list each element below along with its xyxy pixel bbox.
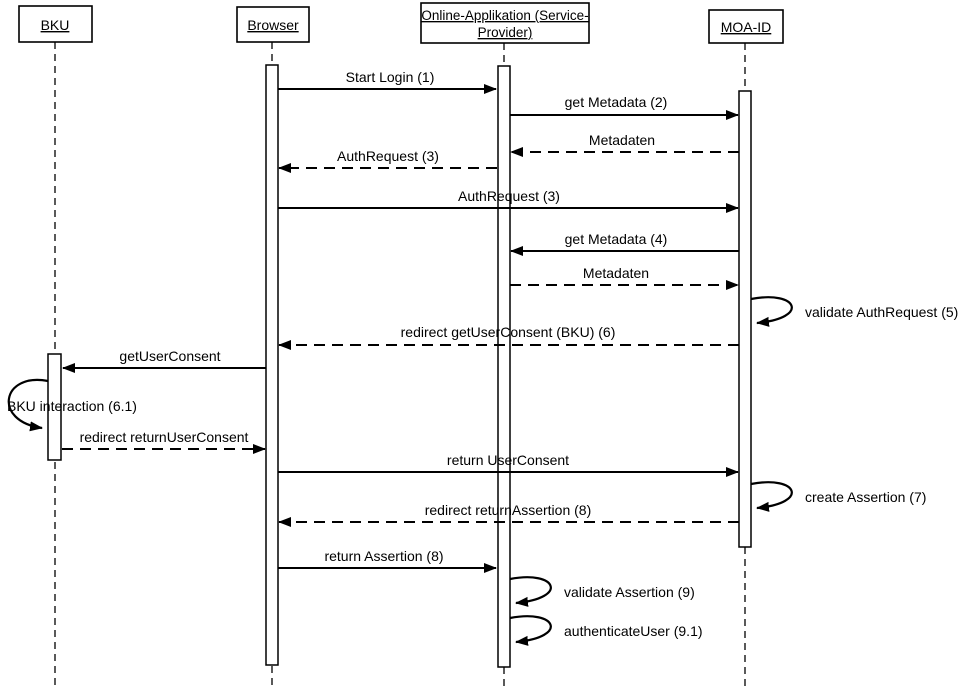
message-label-redirect-returnuserconsent: redirect returnUserConsent bbox=[80, 429, 249, 445]
actor-label-service-provider-line2: Provider) bbox=[478, 25, 533, 40]
actor-label-browser: Browser bbox=[247, 17, 299, 33]
activation-bar-browser bbox=[265, 64, 279, 666]
message-label-authenticateuser: authenticateUser (9.1) bbox=[564, 623, 703, 639]
message-label-getuserconsent: getUserConsent bbox=[119, 348, 220, 364]
message-label-validate-assertion: validate Assertion (9) bbox=[564, 584, 695, 600]
message-label-redirect-getuserconsent: redirect getUserConsent (BKU) (6) bbox=[401, 324, 616, 340]
message-label-validate-authrequest: validate AuthRequest (5) bbox=[805, 304, 958, 320]
message-label-return-assertion: return Assertion (8) bbox=[324, 548, 443, 564]
actor-box-moa-id bbox=[708, 9, 784, 44]
actor-box-browser bbox=[236, 6, 310, 43]
message-label-metadaten-1: Metadaten bbox=[589, 132, 655, 148]
self-loop-validate-assertion bbox=[509, 576, 552, 607]
message-label-redirect-returnassertion: redirect returnAssertion (8) bbox=[425, 502, 592, 518]
message-label-authrequest-dashed: AuthRequest (3) bbox=[337, 148, 439, 164]
self-loop-create-assertion bbox=[750, 481, 793, 512]
activation-bar-service-provider bbox=[497, 65, 511, 668]
activation-bar-bku bbox=[47, 353, 62, 461]
message-label-start-login: Start Login (1) bbox=[346, 69, 435, 85]
actor-label-moa-id: MOA-ID bbox=[721, 19, 772, 35]
message-label-create-assertion: create Assertion (7) bbox=[805, 489, 926, 505]
message-label-get-metadata-2: get Metadata (2) bbox=[565, 94, 668, 110]
actor-label-service-provider-line1: Online-Applikation (Service- bbox=[421, 8, 588, 23]
message-label-get-metadata-4: get Metadata (4) bbox=[565, 231, 668, 247]
actor-box-service-provider bbox=[420, 2, 590, 44]
message-label-return-userconsent: return UserConsent bbox=[447, 452, 569, 468]
activation-bar-moa-id bbox=[738, 90, 752, 548]
message-label-metadaten-2: Metadaten bbox=[583, 265, 649, 281]
self-loop-authenticateuser bbox=[509, 615, 552, 646]
self-loop-bku-interaction bbox=[7, 378, 49, 432]
message-label-authrequest-solid: AuthRequest (3) bbox=[458, 188, 560, 204]
self-loop-validate-authrequest bbox=[750, 296, 793, 327]
actor-box-bku bbox=[18, 5, 93, 43]
actor-label-bku: BKU bbox=[41, 17, 70, 33]
message-label-bku-interaction: BKU interaction (6.1) bbox=[7, 398, 137, 414]
